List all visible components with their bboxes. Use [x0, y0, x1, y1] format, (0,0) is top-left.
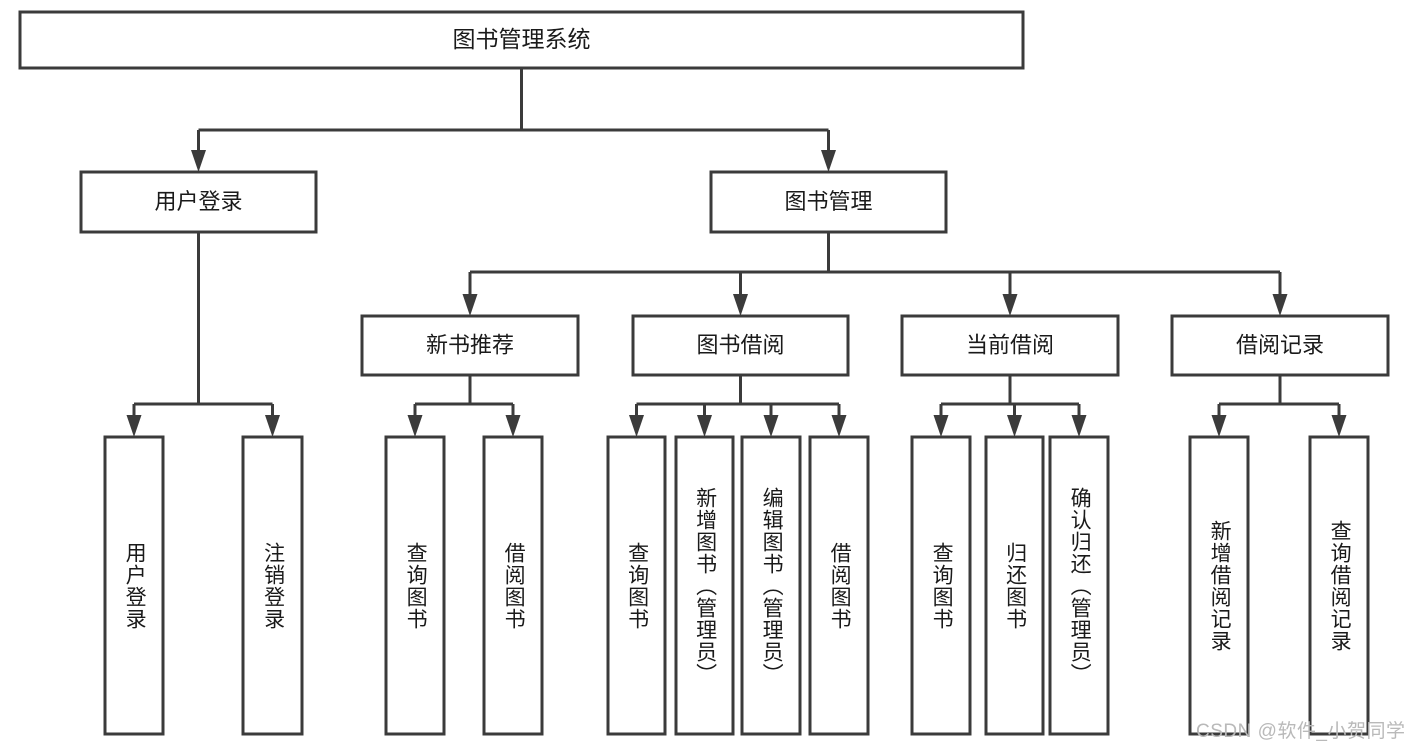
node-leaf-user-logout[interactable] — [241, 435, 304, 736]
node-leaf-edit-book[interactable] — [740, 435, 802, 736]
node-leaf-borrow-book-new[interactable] — [482, 435, 544, 736]
node-leaf-add-record[interactable] — [1188, 435, 1250, 736]
node-leaf-return-book[interactable] — [984, 435, 1045, 736]
node-box-leaf-return-book — [984, 435, 1045, 736]
node-leaf-confirm-return[interactable] — [1048, 435, 1110, 736]
node-box-leaf-user-logout — [241, 435, 304, 736]
node-label-current: 当前借阅 — [966, 332, 1054, 357]
node-borrow[interactable]: 图书借阅 — [631, 314, 850, 377]
node-leaf-query-record[interactable] — [1308, 435, 1370, 736]
node-box-leaf-confirm-return — [1048, 435, 1110, 736]
node-login[interactable]: 用户登录 — [79, 170, 318, 234]
node-label-login: 用户登录 — [154, 189, 242, 214]
node-box-root — [18, 10, 1025, 70]
node-label-borrow: 图书借阅 — [696, 332, 784, 357]
node-box-borrow — [631, 314, 850, 377]
node-box-newbook — [360, 314, 580, 377]
node-box-login — [79, 170, 318, 234]
node-newbook[interactable]: 新书推荐 — [360, 314, 580, 377]
node-box-leaf-query-book-new — [384, 435, 446, 736]
node-box-leaf-query-record — [1308, 435, 1370, 736]
node-box-leaf-user-login — [103, 435, 165, 736]
node-label-newbook: 新书推荐 — [426, 332, 514, 357]
node-root[interactable]: 图书管理系统 — [18, 10, 1025, 70]
node-box-leaf-borrow-book-b — [808, 435, 870, 736]
csdn-watermark: CSDN @软件_小贺同学 — [1196, 721, 1405, 742]
node-box-leaf-add-record — [1188, 435, 1250, 736]
node-leaf-query-book-new[interactable] — [384, 435, 446, 736]
node-records[interactable]: 借阅记录 — [1170, 314, 1390, 377]
node-box-records — [1170, 314, 1390, 377]
node-current[interactable]: 当前借阅 — [900, 314, 1120, 377]
node-leaf-query-book-b[interactable] — [606, 435, 667, 736]
node-box-leaf-query-book-b — [606, 435, 667, 736]
node-label-records: 借阅记录 — [1236, 332, 1324, 357]
node-box-bookmgmt — [709, 170, 948, 234]
node-box-leaf-add-book — [674, 435, 735, 736]
node-leaf-add-book[interactable] — [674, 435, 735, 736]
node-bookmgmt[interactable]: 图书管理 — [709, 170, 948, 234]
node-box-leaf-query-book-c — [910, 435, 972, 736]
node-leaf-user-login[interactable] — [103, 435, 165, 736]
node-box-leaf-borrow-book-new — [482, 435, 544, 736]
node-label-bookmgmt: 图书管理 — [784, 189, 872, 214]
node-box-current — [900, 314, 1120, 377]
node-leaf-query-book-c[interactable] — [910, 435, 972, 736]
node-box-leaf-edit-book — [740, 435, 802, 736]
node-leaf-borrow-book-b[interactable] — [808, 435, 870, 736]
node-label-root: 图书管理系统 — [453, 26, 591, 52]
